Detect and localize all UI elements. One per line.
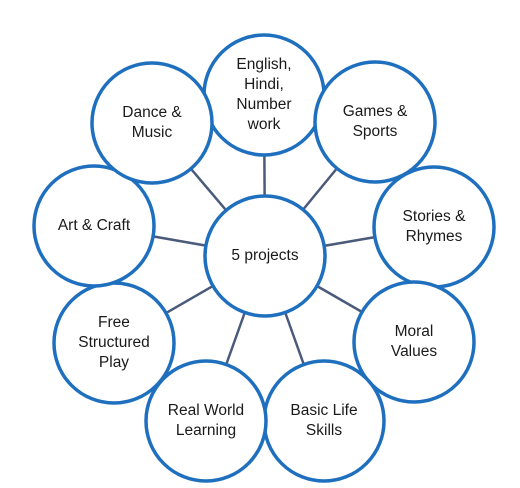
- node-label-games-sports: Games & Sports: [342, 103, 408, 140]
- connector-free-structured-play: [165, 284, 214, 315]
- node-label-art-craft: Art & Craft: [57, 217, 131, 234]
- node-label-free-structured-play: Free Structured Play: [78, 314, 150, 371]
- node-circle-moral-values: [352, 280, 476, 404]
- node-circle-dance-music: [90, 61, 214, 185]
- node-label-dance-music: Dance & Music: [122, 104, 182, 141]
- connector-basic-life-skills: [284, 312, 305, 365]
- node-label-real-world-learning: Real World Learning: [167, 402, 245, 439]
- center-label: 5 projects: [231, 247, 299, 264]
- node-circle-real-world-learning: [144, 359, 268, 483]
- connector-moral-values: [316, 284, 363, 314]
- node-circle-games-sports: [313, 60, 437, 184]
- node-label-basic-life-skills: Basic Life Skills: [290, 402, 358, 439]
- node-label-english-hindi-number: English, Hindi, Number work: [236, 56, 292, 133]
- connector-dance-music: [189, 167, 228, 212]
- node-circle-art-craft: [32, 164, 156, 288]
- connector-art-craft: [152, 235, 207, 247]
- connector-stories-rhymes: [323, 235, 376, 248]
- center-circle: [203, 194, 327, 318]
- connector-real-world-learning: [225, 312, 246, 365]
- connectors: [152, 154, 376, 365]
- circles: [32, 33, 496, 483]
- node-label-moral-values: Moral Values: [390, 323, 438, 360]
- connector-games-sports: [302, 167, 338, 211]
- node-label-stories-rhymes: Stories & Rhymes: [402, 208, 466, 245]
